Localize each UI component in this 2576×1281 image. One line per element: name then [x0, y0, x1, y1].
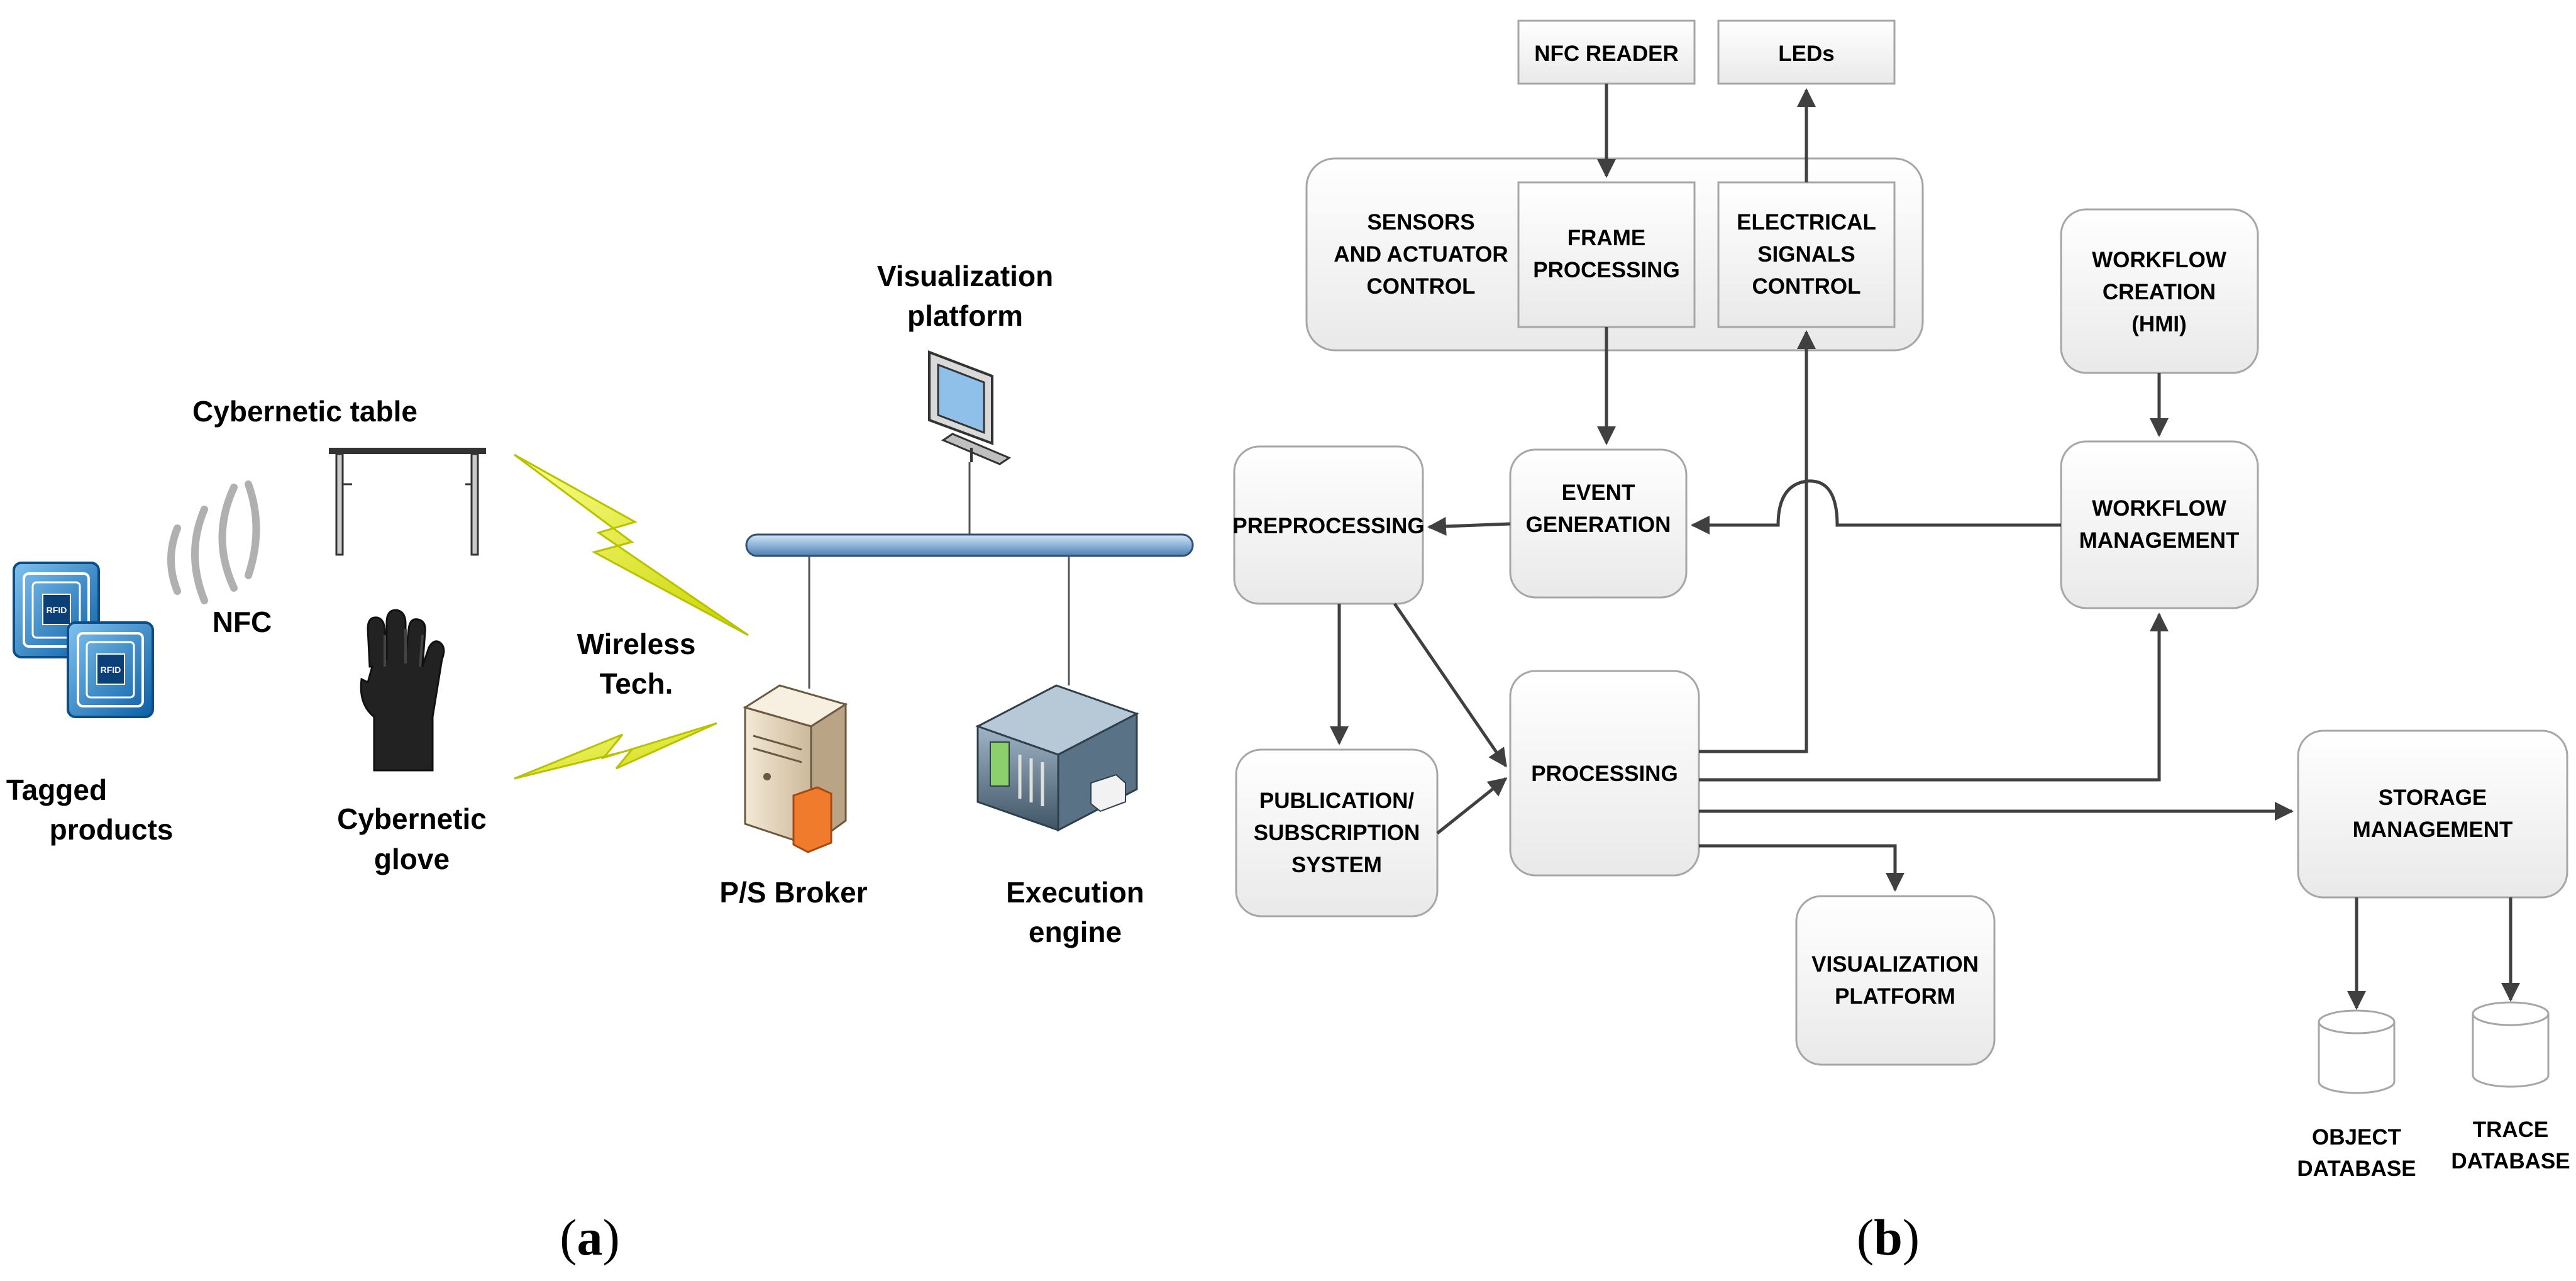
- sensors-actuator-label-2: AND ACTUATOR: [1334, 242, 1508, 267]
- sensors-actuator-label-3: CONTROL: [1366, 274, 1475, 299]
- preprocessing-label: PREPROCESSING: [1232, 514, 1424, 538]
- ps-broker-label: P/S Broker: [719, 876, 867, 909]
- flow-arrows: [1330, 84, 2520, 1010]
- tagged-products-label-1: Tagged: [6, 774, 107, 806]
- frame-processing-box: [1517, 181, 1696, 328]
- electrical-signals-control-box: [1717, 181, 1896, 328]
- storage-management-box: [2297, 729, 2568, 899]
- trace-database-icon: [2472, 1001, 2550, 1088]
- trace-database-label-2: DATABASE: [2451, 1149, 2570, 1173]
- storage-management-label-1: STORAGE: [2379, 785, 2487, 810]
- panel-a: RFID RFID Tagged products NFC Cybernetic…: [6, 260, 1194, 1266]
- execution-engine-label-1: Execution: [1006, 876, 1144, 909]
- table-icon: [329, 448, 486, 556]
- frame-processing-label-2: PROCESSING: [1533, 258, 1679, 282]
- nfc-reader-box: [1517, 19, 1696, 85]
- frame-processing-label-1: FRAME: [1567, 226, 1645, 250]
- lightning-bolt-icon: [514, 453, 749, 636]
- caption-a: (a): [560, 1209, 620, 1266]
- workflow-management-label-1: WORKFLOW: [2092, 496, 2226, 521]
- rfid-tag-icon: RFID: [67, 621, 154, 718]
- processing-box: [1509, 670, 1700, 877]
- cybernetic-glove-label-1: Cybernetic: [337, 802, 487, 835]
- publication-subscription-label-3: SYSTEM: [1291, 853, 1382, 877]
- glove-icon: [360, 609, 445, 772]
- storage-management-label-2: MANAGEMENT: [2353, 818, 2513, 842]
- visualization-platform-box: [1795, 895, 1996, 1066]
- nfc-reader-label: NFC READER: [1534, 42, 1678, 66]
- workflow-creation-label-1: WORKFLOW: [2092, 248, 2226, 272]
- electrical-signals-label-3: CONTROL: [1752, 274, 1860, 299]
- workflow-creation-label-2: CREATION: [2103, 280, 2216, 304]
- panel-b: NFC READER NFC READER LEDs SENSORS AND A…: [1232, 19, 2570, 1266]
- wireless-tech-label-1: Wireless: [577, 628, 696, 660]
- tag-text: RFID: [47, 605, 67, 615]
- preprocessing-box: [1233, 445, 1424, 605]
- visualization-platform-label-1: Visualization: [877, 260, 1053, 292]
- nfc-label: NFC: [213, 606, 272, 638]
- cybernetic-table-label: Cybernetic table: [192, 395, 417, 428]
- workflow-creation-label-3: (HMI): [2131, 312, 2186, 336]
- tagged-products-label-2: products: [50, 813, 174, 846]
- leds-label: LEDs: [1778, 42, 1834, 66]
- leds-box: [1717, 19, 1896, 85]
- nfc-wave-icon: [167, 480, 260, 604]
- workflow-management-box: [2060, 440, 2259, 609]
- object-database-icon: [2318, 1009, 2396, 1094]
- monitor-icon: [928, 350, 1012, 465]
- visualization-platform-label-2: platform: [907, 299, 1023, 332]
- network-bus: [745, 533, 1194, 557]
- object-database-label-2: DATABASE: [2297, 1156, 2416, 1181]
- lightning-bolt-icon: [514, 722, 717, 780]
- caption-b: (b): [1857, 1209, 1920, 1266]
- visualization-platform-b-label-1: VISUALIZATION: [1811, 952, 1979, 977]
- server-icon: [743, 684, 848, 853]
- sensors-actuator-label-1: SENSORS: [1367, 210, 1474, 235]
- event-generation-box: [1509, 448, 1688, 599]
- execution-engine-label-2: engine: [1029, 916, 1122, 948]
- trace-database-label-1: TRACE: [2473, 1117, 2549, 1142]
- cybernetic-glove-label-2: glove: [374, 843, 450, 875]
- processing-label: PROCESSING: [1531, 762, 1678, 786]
- tag-text: RFID: [101, 665, 121, 675]
- wireless-tech-label-2: Tech.: [600, 667, 673, 700]
- event-generation-label-2: GENERATION: [1526, 513, 1671, 537]
- execution-engine-icon: [975, 684, 1139, 832]
- electrical-signals-label-2: SIGNALS: [1757, 242, 1855, 267]
- event-generation-label-1: EVENT: [1562, 480, 1635, 505]
- publication-subscription-label-1: PUBLICATION/: [1259, 789, 1415, 813]
- electrical-signals-label-1: ELECTRICAL: [1737, 210, 1876, 235]
- workflow-management-label-2: MANAGEMENT: [2079, 528, 2240, 553]
- visualization-platform-b-label-2: PLATFORM: [1835, 984, 1955, 1009]
- publication-subscription-label-2: SUBSCRIPTION: [1254, 821, 1420, 845]
- object-database-label-1: OBJECT: [2312, 1125, 2401, 1150]
